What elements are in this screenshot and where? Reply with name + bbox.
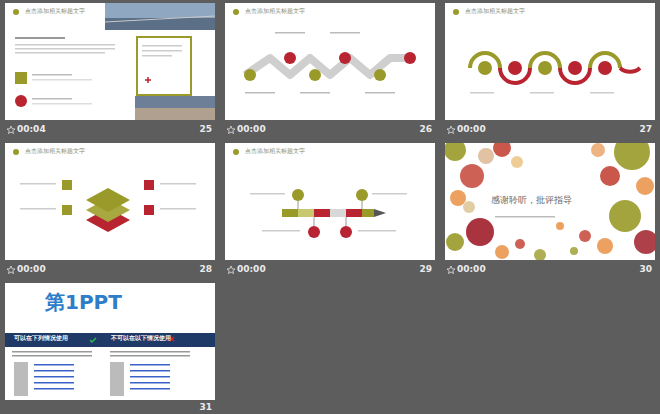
slide-thumbnail: 点击添加相关标题文字 xyxy=(5,143,215,260)
slide-number: 26 xyxy=(419,125,432,135)
slide-number: 25 xyxy=(199,125,212,135)
slide-title: 点击添加相关标题文字 xyxy=(25,148,85,154)
slide-thumbnail: 感谢聆听，批评指导 xyxy=(445,143,655,260)
timing-label: 00:00 xyxy=(237,265,266,275)
slide-title: 点击添加相关标题文字 xyxy=(465,8,525,14)
slide-thumbnail: 点击添加相关标题文字 xyxy=(225,143,435,260)
closing-text: 感谢聆听，批评指导 xyxy=(491,195,572,205)
timing-label: 00:00 xyxy=(457,125,486,135)
heading: 不可以在以下情况使用 xyxy=(111,335,171,341)
heading: 可以在下列情况使用 xyxy=(14,335,68,341)
slide-number: 28 xyxy=(199,265,212,275)
slide-thumbnail: 点击添加相关标题文字 xyxy=(445,3,655,120)
slide-number: 27 xyxy=(639,125,652,135)
slide-title: 点击添加相关标题文字 xyxy=(245,148,305,154)
slide-number: 30 xyxy=(639,265,652,275)
slide-number: 29 xyxy=(419,265,432,275)
timing-label: 00:00 xyxy=(17,265,46,275)
slide-title: 点击添加相关标题文字 xyxy=(245,8,305,14)
timing-label: 00:00 xyxy=(237,125,266,135)
timing-label: 00:04 xyxy=(17,125,46,135)
slide-number: 31 xyxy=(199,403,212,413)
slide-title: 点击添加相关标题文字 xyxy=(25,8,85,14)
timing-label: 00:00 xyxy=(457,265,486,275)
slide-thumbnail: 点击添加相关标题文字 xyxy=(5,3,215,120)
slide-thumbnail: 点击添加相关标题文字 xyxy=(225,3,435,120)
slide-thumbnail: 第1PPT 可以在下列情况使用 不可以在以下情况使用 xyxy=(5,283,215,400)
slide-title: 第1PPT xyxy=(45,291,122,314)
